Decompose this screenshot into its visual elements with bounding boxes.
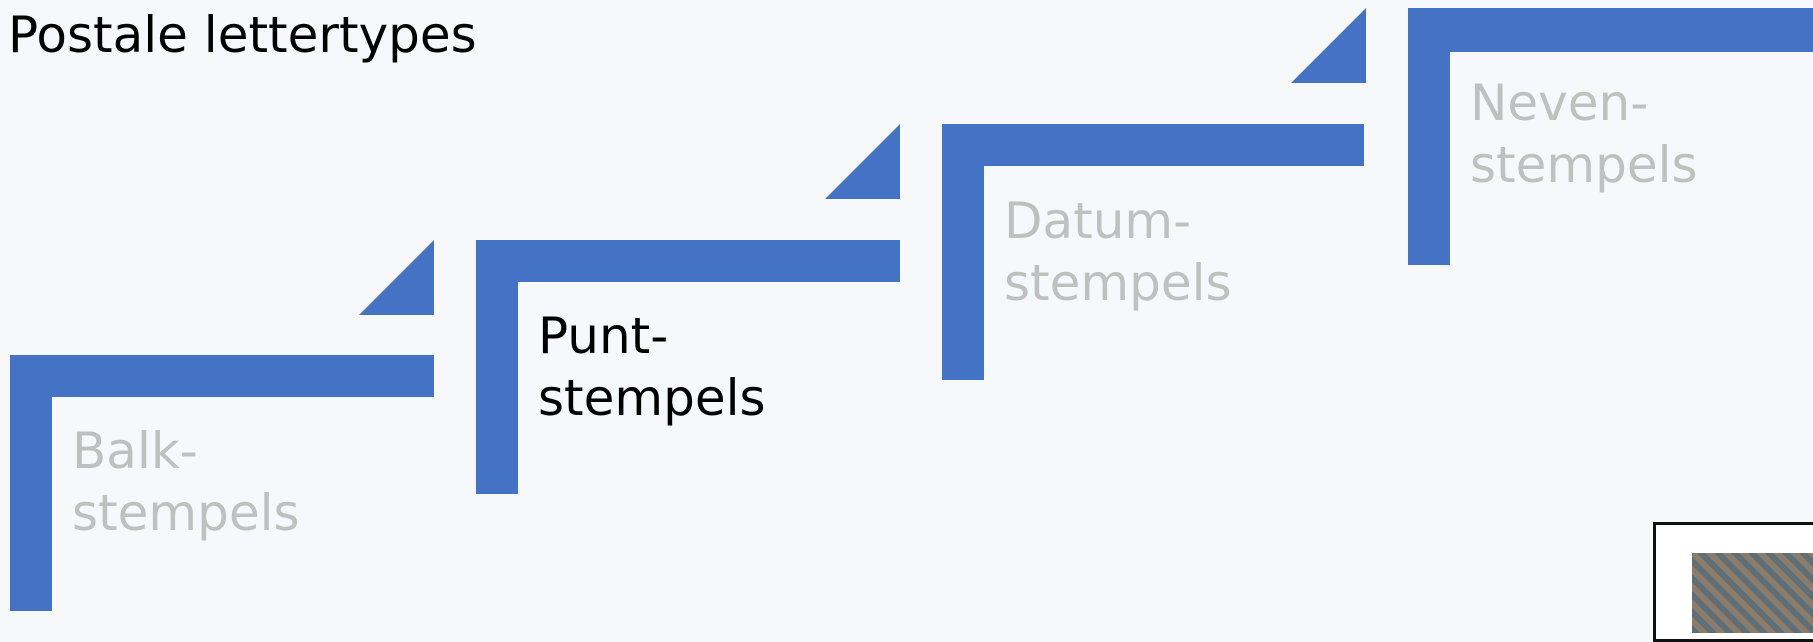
- step-label-line2: stempels: [1004, 254, 1232, 312]
- step-label-line1: Balk-: [72, 422, 198, 480]
- stamp-photo: [1692, 553, 1813, 633]
- step-top-bar: [942, 124, 1364, 166]
- step-label-line2: stempels: [538, 369, 766, 427]
- step-top-bar: [10, 355, 434, 397]
- step-label-line2: stempels: [1470, 136, 1698, 194]
- step-top-bar: [1408, 8, 1813, 52]
- step-arrow-corner: [359, 240, 434, 315]
- step-label: Balk- stempels: [72, 420, 300, 544]
- step-label-line1: Datum-: [1004, 192, 1192, 250]
- step-label: Punt- stempels: [538, 305, 766, 429]
- step-side-bar: [10, 355, 52, 611]
- page-title: Postale lettertypes: [8, 6, 477, 64]
- step-label: Neven- stempels: [1470, 72, 1698, 196]
- step-side-bar: [1408, 8, 1450, 265]
- step-label-line1: Punt-: [538, 307, 669, 365]
- stamp-image: [1653, 522, 1813, 642]
- step-top-bar: [476, 240, 900, 282]
- step-label: Datum- stempels: [1004, 190, 1232, 314]
- step-side-bar: [476, 240, 518, 494]
- step-label-line2: stempels: [72, 484, 300, 542]
- step-side-bar: [942, 124, 984, 380]
- step-arrow-corner: [825, 124, 900, 199]
- step-arrow-corner: [1291, 8, 1366, 83]
- step-label-line1: Neven-: [1470, 74, 1649, 132]
